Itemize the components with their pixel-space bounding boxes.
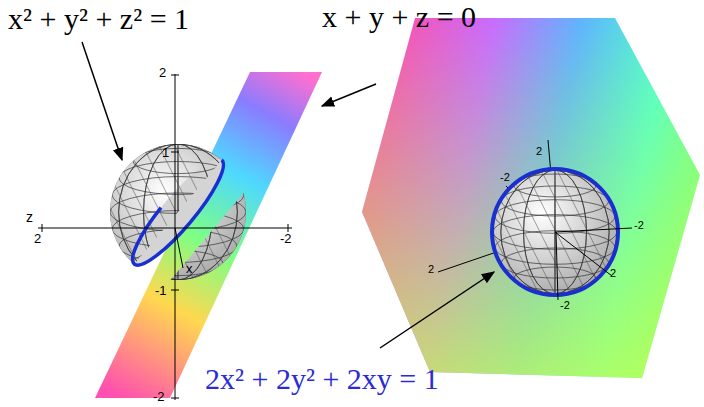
- intersection-rim: [122, 150, 234, 275]
- sphere-equation: x² + y² + z² = 1: [8, 4, 189, 34]
- tick-mark: [171, 398, 179, 399]
- z-axis: [38, 228, 292, 229]
- tick-label: -2: [634, 220, 644, 231]
- tick-label: 2: [34, 232, 41, 245]
- ellipse-equation: 2x² + 2y² + 2xy = 1: [205, 364, 439, 394]
- y-axis: [175, 74, 176, 400]
- tick-label: 2: [536, 146, 542, 157]
- axis-line: [556, 232, 558, 300]
- tick-label: -2: [153, 390, 165, 403]
- tick-mark: [171, 75, 179, 76]
- tick-label: 2: [428, 264, 434, 275]
- axis-line: [555, 228, 632, 232]
- tick-label: -2: [500, 172, 510, 183]
- axis-label: x: [186, 262, 193, 275]
- plane-shade: [362, 18, 700, 378]
- tick-label: 2: [159, 66, 166, 79]
- leader-arrow: [82, 42, 122, 160]
- tick-label: 1: [162, 146, 169, 159]
- tick-label: 2: [610, 268, 616, 279]
- tick-mark: [171, 290, 179, 291]
- plane-hexagon: [362, 18, 700, 378]
- x-axis: [175, 228, 183, 268]
- tick-label: -2: [280, 232, 292, 245]
- upper-hemisphere: [46, 144, 247, 280]
- tick-mark: [171, 152, 179, 153]
- plane-strip: [95, 72, 322, 398]
- axis-label: z: [26, 210, 33, 224]
- tick-label: -1: [155, 284, 167, 297]
- sphere-mesh: [429, 170, 619, 294]
- tick-mark: [42, 224, 43, 232]
- plane-equation: x + y + z = 0: [322, 2, 476, 32]
- leader-arrow: [322, 84, 376, 106]
- axis-line: [555, 232, 612, 276]
- leader-arrow: [380, 272, 494, 348]
- lower-hemisphere: [46, 144, 247, 280]
- tick-label: -2: [560, 300, 570, 311]
- tick-mark: [288, 224, 289, 232]
